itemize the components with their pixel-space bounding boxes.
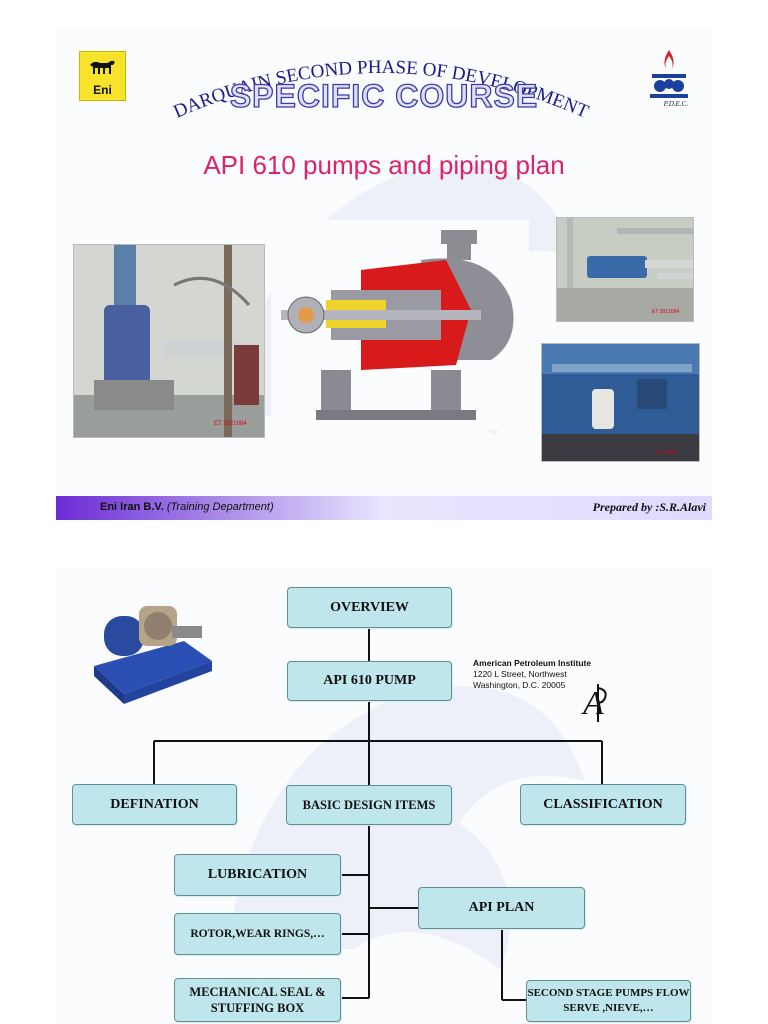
api-org-name: American Petroleum Institute — [473, 658, 592, 668]
vertical-pump-photo: ET 3021084 — [73, 244, 265, 438]
main-title: API 610 pumps and piping plan — [203, 150, 565, 180]
photo-caption-1: ET 3021084 — [214, 421, 247, 427]
second-stage-label: SECOND STAGE PUMPS FLOW SERVE ,NIEVE,… — [527, 987, 690, 1014]
course-title: SPECIFIC COURSE — [229, 77, 539, 114]
api-address: American Petroleum Institute 1220 L Stre… — [473, 658, 591, 691]
eni-logo-text: Eni — [93, 83, 112, 97]
title-slide: Eni DARQUAIN SECOND PHASE OF DEVELOPMENT… — [56, 26, 712, 520]
defination-label: DEFINATION — [110, 796, 199, 812]
vertical-pump-image: ET 3021084 — [74, 245, 264, 437]
mechanical-seal-box: MECHANICAL SEAL & STUFFING BOX — [174, 978, 341, 1022]
pump-skid-image — [94, 606, 212, 704]
overview-slide: OVERVIEW API 610 PUMP American Petroleum… — [56, 568, 712, 1024]
basic-design-label: BASIC DESIGN ITEMS — [302, 797, 436, 812]
api-plan-box: API PLAN — [418, 887, 585, 929]
pdec-logo — [650, 50, 688, 98]
mechanical-seal-label: MECHANICAL SEAL & STUFFING BOX — [189, 985, 326, 1015]
lubrication-box: LUBRICATION — [174, 854, 341, 896]
rotor-label: ROTOR,WEAR RINGS,… — [190, 928, 325, 940]
company-name: Eni Iran B.V. — [100, 501, 164, 513]
photo-caption-2: ET 3012084 — [652, 309, 679, 315]
cutaway-pump-illustration — [271, 220, 529, 430]
six-legged-dog-icon — [90, 60, 115, 74]
pump-station-photo: ET 2006 — [541, 343, 700, 462]
api-plan-label: API PLAN — [468, 900, 535, 915]
footer-company: Eni Iran B.V. (Training Department) — [100, 501, 274, 513]
overview-box: OVERVIEW — [287, 587, 452, 628]
lubrication-label: LUBRICATION — [207, 867, 308, 882]
api-monogram-logo: A — [581, 684, 607, 722]
org-chart-connectors — [153, 628, 603, 1001]
pdec-logo-text: P.D.E.C. — [663, 100, 688, 108]
classification-box: CLASSIFICATION — [520, 784, 686, 825]
piping-pump-photo: ET 3012084 — [556, 217, 694, 322]
footer-bar: Eni Iran B.V. (Training Department) Prep… — [56, 496, 712, 520]
api-city: Washington, D.C. 20005 — [473, 680, 566, 690]
arc-title: DARQUAIN SECOND PHASE OF DEVELOPMENT — [170, 57, 592, 123]
defination-box: DEFINATION — [72, 784, 237, 825]
rotor-box: ROTOR,WEAR RINGS,… — [174, 913, 341, 955]
department-name: (Training Department) — [166, 501, 274, 513]
piping-pump-image: ET 3012084 — [557, 218, 693, 321]
pump-station-image: ET 2006 — [542, 344, 699, 461]
api-pump-label: API 610 PUMP — [323, 673, 416, 688]
second-stage-box: SECOND STAGE PUMPS FLOW SERVE ,NIEVE,… — [526, 980, 691, 1022]
photo-caption-3: ET 2006 — [657, 450, 676, 456]
classification-label: CLASSIFICATION — [543, 796, 663, 812]
api-pump-box: API 610 PUMP — [287, 661, 452, 701]
api-street: 1220 L Street, Northwest — [473, 669, 567, 679]
basic-design-box: BASIC DESIGN ITEMS — [286, 785, 452, 825]
cutaway-pump-image — [281, 230, 514, 420]
svg-text:A: A — [581, 685, 604, 722]
eni-logo: Eni — [79, 51, 126, 101]
overview-label: OVERVIEW — [330, 599, 409, 615]
prepared-by: Prepared by :S.R.Alavi — [592, 500, 706, 514]
